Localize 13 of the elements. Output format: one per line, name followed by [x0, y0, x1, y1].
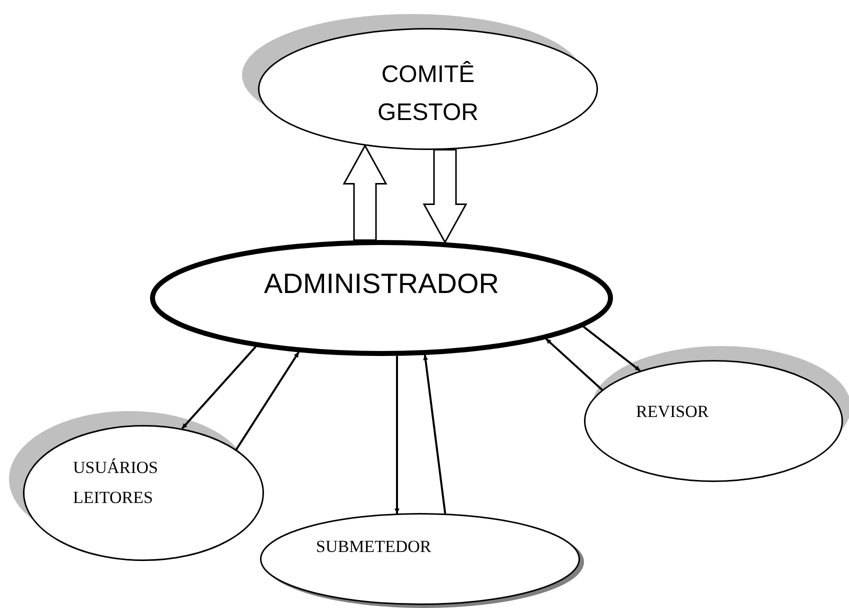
node-label: USUÁRIOS LEITORES: [73, 457, 160, 509]
block-arrow: [342, 144, 388, 241]
arrow: [545, 338, 603, 391]
node-label: REVISOR: [636, 401, 710, 423]
arrow: [423, 354, 446, 514]
arrow: [582, 326, 641, 372]
arrow: [235, 352, 300, 450]
block-arrow: [422, 148, 468, 244]
node-label: SUBMETEDOR: [316, 536, 432, 558]
arrow: [394, 356, 400, 514]
node-label: ADMINISTRADOR: [263, 267, 500, 301]
arrow: [181, 346, 256, 430]
node-label: COMITÊ GESTOR: [376, 60, 480, 128]
